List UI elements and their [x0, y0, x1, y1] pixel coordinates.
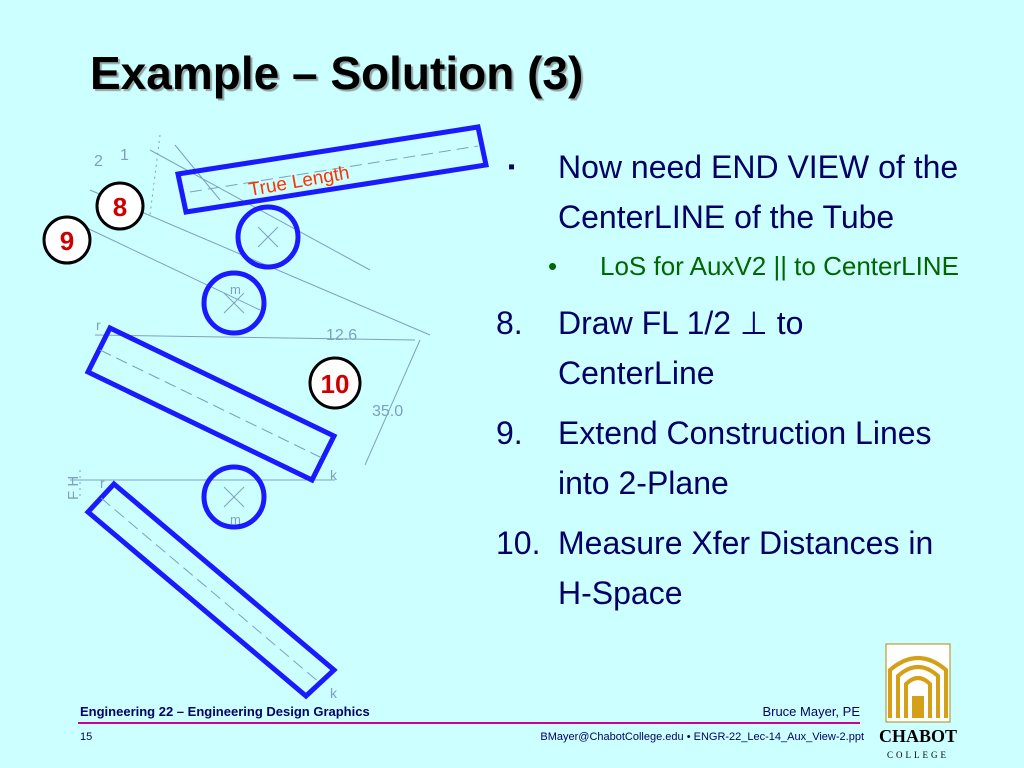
footer-author: Bruce Mayer, PE [762, 704, 860, 719]
step-marker-8: 8 [113, 192, 127, 222]
aux-view-tube [84, 324, 338, 484]
list-item-text: Measure Xfer Distances in H-Space [558, 525, 934, 611]
list-item-text: Draw FL 1/2 ⊥ to CenterLine [558, 305, 804, 391]
step-marker-circle [42, 215, 92, 265]
tube-centerline [100, 497, 321, 684]
slide-title: Example – Solution (3) [90, 47, 584, 99]
fold-line-label: F H [65, 476, 82, 500]
sub-list-item: • LoS for AuxV2 || to CenterLINE [496, 248, 966, 284]
footer-course: Engineering 22 – Engineering Design Grap… [80, 704, 370, 719]
point-label: m [230, 282, 241, 297]
step-marker-circle [95, 181, 145, 231]
point-label: r [96, 317, 101, 333]
construction-line [94, 334, 416, 341]
dimension-label: 12.6 [326, 327, 357, 344]
auxiliary-view-drawing: True Length 12.6 35.0 2 1 F H r r k k m … [42, 124, 489, 701]
footer-file: BMayer@ChabotCollege.edu • ENGR-22_Lec-1… [540, 731, 864, 743]
circle-center-mark [223, 292, 245, 314]
footer-divider [78, 722, 860, 724]
chabot-college-logo: CHABOT COLLEGE [879, 643, 957, 760]
step-marker-10: 10 [321, 369, 350, 399]
dimension-label: 35.0 [372, 403, 403, 420]
list-item: 10. Measure Xfer Distances in H-Space [496, 518, 966, 618]
list-item: 9. Extend Construction Lines into 2-Plan… [496, 408, 966, 508]
true-length-tube [175, 124, 489, 215]
dimension-line [364, 339, 421, 466]
step-marker-9: 9 [60, 226, 74, 256]
logo-name: CHABOT [879, 726, 957, 746]
list-item: ▪ Now need END VIEW of the CenterLINE of… [496, 142, 966, 242]
list-item-text: LoS for AuxV2 || to CenterLINE [600, 251, 959, 281]
point-label: r [100, 475, 105, 491]
point-label: k [330, 467, 338, 483]
horizontal-view-tube [84, 480, 338, 700]
list-number: 10. [496, 525, 541, 561]
end-view-circle [201, 464, 267, 530]
dot-bullet-icon: • [548, 251, 558, 281]
end-view-circle [235, 204, 301, 270]
end-view-circle [201, 270, 267, 336]
construction-lines [69, 134, 431, 500]
fold-line-label: 2 [94, 153, 103, 170]
list-number: 9. [496, 415, 523, 451]
list-item-text: Extend Construction Lines into 2-Plane [558, 415, 932, 501]
fold-line-label: 1 [120, 147, 129, 164]
fold-line [149, 134, 161, 216]
bullet-list: ▪ Now need END VIEW of the CenterLINE of… [496, 142, 966, 628]
square-bullet-icon: ▪ [508, 156, 516, 178]
circle-center-mark [257, 226, 279, 248]
page-number: 15 [80, 731, 93, 743]
logo-sub: COLLEGE [887, 750, 949, 760]
point-label: m [230, 512, 241, 527]
list-item-text: Now need END VIEW of the CenterLINE of t… [558, 149, 959, 235]
list-item: 8. Draw FL 1/2 ⊥ to CenterLine [496, 298, 966, 398]
tube-centerline [99, 349, 323, 459]
construction-line [89, 189, 431, 336]
true-length-centerline [189, 145, 479, 193]
list-number: 8. [496, 305, 523, 341]
construction-line [69, 219, 261, 311]
circle-center-mark [223, 486, 245, 508]
point-label: k [330, 685, 338, 701]
step-marker-circle [308, 356, 362, 410]
